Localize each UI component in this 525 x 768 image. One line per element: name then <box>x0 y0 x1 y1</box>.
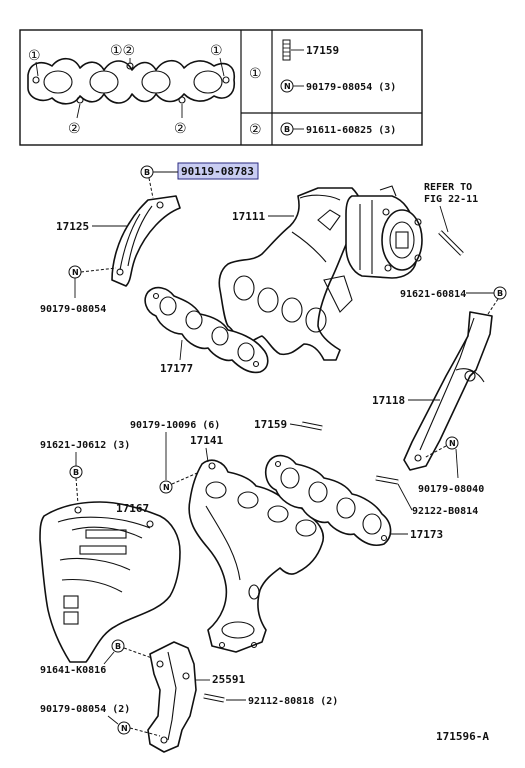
part-17125-heat-insulator[interactable]: 17125 <box>56 195 181 287</box>
nut-badge-icon: N <box>280 79 304 93</box>
part-92122-b0814[interactable]: 92122-B0814 <box>375 475 478 517</box>
row2-part-91611-60825: 91611-60825 (3) <box>306 125 396 136</box>
legend-callout-top-right: ① <box>210 43 225 77</box>
callout-1-top-right: ① <box>210 43 223 59</box>
refer-to-fig-note: REFER TO FIG 22-11 <box>424 182 478 256</box>
turbocharger[interactable] <box>345 185 423 279</box>
svg-text:N: N <box>121 724 128 733</box>
svg-text:N: N <box>72 268 79 277</box>
part-17141-manifold[interactable]: 17141 <box>188 434 325 653</box>
stud-icon <box>282 39 304 61</box>
label-90179-08054-b: 90179-08054 (2) <box>40 704 130 715</box>
label-17177: 17177 <box>160 362 193 375</box>
svg-text:N: N <box>284 82 291 91</box>
callout-2-bottom-left: ② <box>68 121 81 137</box>
label-90179-10096: 90179-10096 (6) <box>130 420 220 431</box>
row2-key: ② <box>249 122 262 138</box>
svg-text:B: B <box>284 125 290 134</box>
label-17173: 17173 <box>410 528 443 541</box>
part-90119-08783[interactable]: 90119-08783 B <box>140 162 259 199</box>
refer-line-1: REFER TO <box>424 182 472 193</box>
part-90179-10096[interactable]: 90179-10096 (6) N <box>130 420 220 494</box>
label-17125: 17125 <box>56 220 89 233</box>
legend-callout-bottom-right: ② <box>174 104 187 137</box>
refer-stud-icon <box>438 205 464 256</box>
figure-id: 171596-A <box>436 730 489 743</box>
svg-text:B: B <box>115 642 121 651</box>
part-17167-heat-insulator[interactable]: 17167 <box>39 501 181 663</box>
label-17118: 17118 <box>372 394 405 407</box>
part-17173-gasket[interactable]: 17173 <box>264 454 443 547</box>
row1-part-90179-08054: 90179-08054 (3) <box>306 82 396 93</box>
part-17177-gasket[interactable]: 17177 <box>144 286 269 375</box>
part-25591-bracket[interactable]: 25591 <box>147 641 245 753</box>
label-25591: 25591 <box>212 673 245 686</box>
label-91621-j0612: 91621-J0612 (3) <box>40 440 130 451</box>
svg-text:N: N <box>163 483 170 492</box>
label-91641-k0816: 91641-K0816 <box>40 665 106 676</box>
legend-row-2: ② B 91611-60825 (3) <box>249 122 396 138</box>
legend-box: ① ①② ① ② ② ① <box>19 29 423 146</box>
label-17167: 17167 <box>116 502 149 515</box>
legend-row-1: ① 17159 N 90179-08054 (3) <box>249 39 396 93</box>
bolt-badge-icon: B <box>280 122 304 136</box>
part-92112-80818[interactable]: 92112-80818 (2) <box>203 693 338 707</box>
callout-12-top-mid: ①② <box>110 43 135 59</box>
legend-gasket-drawing <box>27 57 236 105</box>
part-90179-08040[interactable]: N 90179-08040 <box>418 436 484 495</box>
label-17141: 17141 <box>190 434 223 447</box>
part-17159-stud[interactable]: 17159 <box>254 418 323 431</box>
svg-text:B: B <box>497 289 503 298</box>
callout-1-top-left: ① <box>28 48 41 64</box>
part-90179-08054-a[interactable]: N 90179-08054 <box>40 265 117 315</box>
label-90119-08783: 90119-08783 <box>181 165 254 178</box>
svg-text:B: B <box>73 468 79 477</box>
label-17159: 17159 <box>254 418 287 431</box>
part-91641-k0816[interactable]: B 91641-K0816 <box>40 639 153 676</box>
svg-text:N: N <box>449 439 456 448</box>
callout-2-bottom-right: ② <box>174 121 187 137</box>
svg-text:B: B <box>144 168 150 177</box>
row1-part-17159: 17159 <box>306 44 339 57</box>
label-17111: 17111 <box>232 210 265 223</box>
label-92112-80818: 92112-80818 (2) <box>248 696 338 707</box>
legend-callout-top-left: ① <box>28 48 41 77</box>
part-17118-bracket[interactable]: 17118 <box>372 311 493 471</box>
label-90179-08054-a: 90179-08054 <box>40 304 106 315</box>
part-91621-j0612[interactable]: 91621-J0612 (3) B <box>40 440 130 505</box>
legend-callout-bottom-left: ② <box>68 103 81 137</box>
label-91621-60814: 91621-60814 <box>400 289 466 300</box>
label-92122-b0814: 92122-B0814 <box>412 506 478 517</box>
part-90179-08054-b[interactable]: 90179-08054 (2) N <box>40 704 161 737</box>
legend-callout-top-mid: ①② <box>110 43 135 64</box>
part-91621-60814[interactable]: 91621-60814 B <box>400 286 507 315</box>
row1-key: ① <box>249 66 262 82</box>
refer-line-2: FIG 22-11 <box>424 194 478 205</box>
label-90179-08040: 90179-08040 <box>418 484 484 495</box>
